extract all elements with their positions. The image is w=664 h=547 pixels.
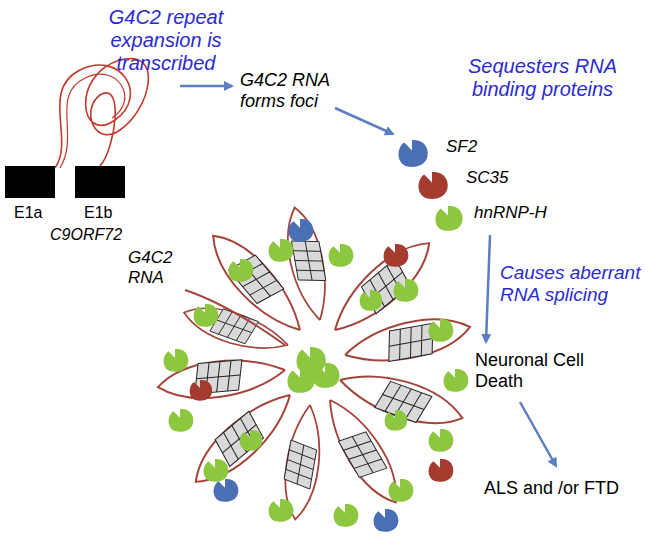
flow-arrow [180, 85, 232, 88]
protein-label: SF2 [446, 137, 496, 157]
exon-box [75, 166, 125, 198]
flow-arrow [486, 235, 490, 342]
step-caption: Sequesters RNA binding proteins [440, 55, 645, 101]
step-caption: G4C2 repeat expansion is transcribed [66, 6, 266, 75]
flow-arrow [335, 108, 393, 134]
exon-box [5, 166, 55, 198]
flow-arrow [520, 402, 556, 466]
exon-label: E1a [14, 204, 54, 222]
protein-label: hnRNP-H [474, 203, 564, 223]
gene-label: C9ORF72 [50, 226, 140, 244]
stage-label: G4C2 RNA forms foci [240, 70, 350, 111]
protein-label: SC35 [466, 168, 526, 188]
step-caption: Causes aberrant RNA splicing [500, 262, 650, 306]
rna-foci [156, 204, 473, 521]
rna-label: G4C2 RNA [128, 248, 178, 287]
exon-label: E1b [84, 204, 124, 222]
repeat-expansion [55, 58, 148, 168]
stage-label: Neuronal Cell Death [475, 350, 590, 391]
outcome-label: ALS and /or FTD [484, 478, 634, 499]
